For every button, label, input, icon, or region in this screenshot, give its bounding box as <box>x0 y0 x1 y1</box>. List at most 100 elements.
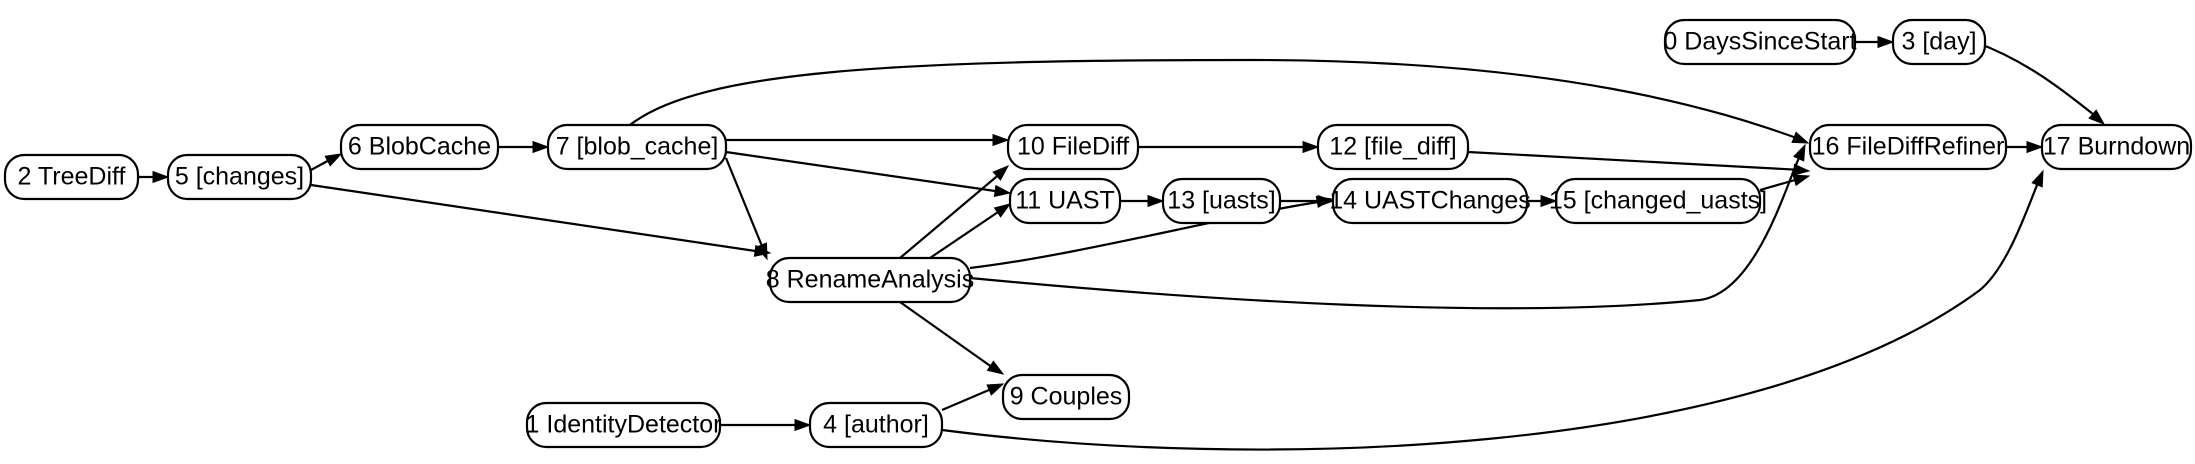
edge-[author]-to-Burndown <box>941 169 2044 451</box>
edge-layer <box>138 35 2106 451</box>
edge-arrowhead-icon <box>2088 109 2106 125</box>
edge-arrowhead-icon <box>152 170 170 184</box>
node-5-changes[interactable]: 5 [changes] <box>166 153 313 201</box>
node-3-day[interactable]: 3 [day] <box>1891 18 1987 66</box>
node-label: 3 [day] <box>1901 28 1976 56</box>
edge-arrowhead-icon <box>2031 169 2044 188</box>
node-box[interactable] <box>768 256 972 304</box>
node-12-filediff[interactable]: 12 [file_diff] <box>1316 123 1470 171</box>
node-box[interactable] <box>1008 177 1122 225</box>
node-1-identitydetector[interactable]: 1 IdentityDetector <box>525 401 722 449</box>
node-label: 13 [uasts] <box>1167 187 1275 215</box>
node-label: 17 Burndown <box>2043 133 2190 161</box>
node-layer: 0 DaysSinceStart 3 [day] 2 TreeDiff 5 [chan… <box>3 18 2193 449</box>
node-8-renameanalysis[interactable]: 8 RenameAnalysis <box>766 256 974 304</box>
node-label: 5 [changes] <box>175 163 304 191</box>
edge-arrowhead-icon <box>986 360 1005 375</box>
edge-line <box>929 207 1005 259</box>
edge-line <box>725 150 1003 194</box>
edge-DaysSinceStart-to-[day] <box>1855 35 1895 49</box>
node-label: 11 UAST <box>1015 187 1115 215</box>
node-11-uast[interactable]: 11 UAST <box>1008 177 1122 225</box>
node-box[interactable] <box>2040 123 2193 171</box>
node-label: 16 FileDiffRefiner <box>1812 133 2005 161</box>
node-box[interactable] <box>1554 177 1762 225</box>
node-label: 7 [blob_cache] <box>556 133 719 161</box>
node-7-blobcache[interactable]: 7 [blob_cache] <box>546 123 728 171</box>
edge-IdentityDetector-to-[author] <box>720 418 812 432</box>
edge-arrowhead-icon <box>1317 194 1335 208</box>
node-box[interactable] <box>525 401 722 449</box>
node-box[interactable] <box>1161 177 1282 225</box>
node-label: 6 BlobCache <box>348 133 491 161</box>
node-box[interactable] <box>339 123 500 171</box>
node-4-author[interactable]: 4 [author] <box>808 401 944 449</box>
node-2-treediff[interactable]: 2 TreeDiff <box>3 153 140 201</box>
edge-arrowhead-icon <box>986 383 1005 396</box>
edge-line <box>969 199 1326 270</box>
edge-arrowhead-icon <box>1877 35 1895 49</box>
node-box[interactable] <box>166 153 313 201</box>
node-label: 1 IdentityDetector <box>526 411 722 439</box>
edge-line <box>1974 40 2099 119</box>
edge-FileDiffRefiner-to-Burndown <box>2006 140 2044 154</box>
node-14-uastchanges[interactable]: 14 UASTChanges <box>1329 177 1531 225</box>
edge-UASTChanges-to-[changed_uasts] <box>1527 194 1558 208</box>
edge-arrowhead-icon <box>794 418 812 432</box>
node-label: 15 [changed_uasts] <box>1549 187 1767 215</box>
edge-arrowhead-icon <box>755 242 768 261</box>
node-box[interactable] <box>1663 18 1857 66</box>
node-9-couples[interactable]: 9 Couples <box>1001 373 1131 421</box>
edge-arrowhead-icon <box>1792 174 1811 187</box>
edge-arrowhead-icon <box>1793 143 1806 162</box>
edge-line <box>899 171 1003 259</box>
node-17-burndown[interactable]: 17 Burndown <box>2040 123 2193 171</box>
node-13-uasts[interactable]: 13 [uasts] <box>1161 177 1282 225</box>
edge-line <box>310 183 763 254</box>
node-15-changeduasts[interactable]: 15 [changed_uasts] <box>1549 177 1767 225</box>
node-box[interactable] <box>546 123 728 171</box>
node-label: 8 RenameAnalysis <box>766 266 974 294</box>
node-16-filediffrefiner[interactable]: 16 FileDiffRefiner <box>1808 123 2008 171</box>
edge-[blob_cache]-to-UAST <box>725 150 1012 197</box>
edge-arrowhead-icon <box>1793 163 1811 176</box>
node-box[interactable] <box>1808 123 2008 171</box>
edge-arrowhead-icon <box>1302 140 1320 154</box>
node-box[interactable] <box>1316 123 1470 171</box>
node-box[interactable] <box>1331 177 1529 225</box>
edge-[blob_cache]-to-RenameAnalysis <box>724 157 768 261</box>
edge-arrowhead-icon <box>993 203 1012 218</box>
edge-line <box>941 177 2042 451</box>
edge-arrowhead-icon <box>532 140 550 154</box>
node-box[interactable] <box>1891 18 1987 66</box>
edge-arrowhead-icon <box>324 153 343 167</box>
edge-[uasts]-to-UASTChanges <box>1280 194 1335 208</box>
edge-[day]-to-Burndown <box>1974 40 2106 125</box>
edge-[author]-to-Couples <box>941 383 1005 412</box>
node-box[interactable] <box>3 153 140 201</box>
edge-line <box>899 301 997 371</box>
node-box[interactable] <box>1006 123 1140 171</box>
node-10-filediff[interactable]: 10 FileDiff <box>1006 123 1140 171</box>
edge-BlobCache-to-[blob_cache] <box>498 140 550 154</box>
node-0-dayssincestart[interactable]: 0 DaysSinceStart <box>1663 18 1857 66</box>
edge-RenameAnalysis-to-Couples <box>899 301 1005 375</box>
node-box[interactable] <box>808 401 944 449</box>
edge-line <box>724 157 766 252</box>
node-box[interactable] <box>1001 373 1131 421</box>
node-label: 4 [author] <box>823 411 929 439</box>
node-label: 2 TreeDiff <box>18 163 126 191</box>
edge-[blob_cache]-to-FileDiff <box>726 133 1010 147</box>
edge-[changes]-to-BlobCache <box>310 153 343 171</box>
edge-arrowhead-icon <box>1540 194 1558 208</box>
edge-line <box>941 385 997 412</box>
edge-line <box>629 58 1803 142</box>
node-label: 9 Couples <box>1010 383 1123 411</box>
node-label: 0 DaysSinceStart <box>1663 28 1856 56</box>
edge-line <box>1467 150 1803 172</box>
edge-line <box>969 151 1803 310</box>
node-label: 10 FileDiff <box>1017 133 1129 161</box>
node-6-blobcache[interactable]: 6 BlobCache <box>339 123 500 171</box>
